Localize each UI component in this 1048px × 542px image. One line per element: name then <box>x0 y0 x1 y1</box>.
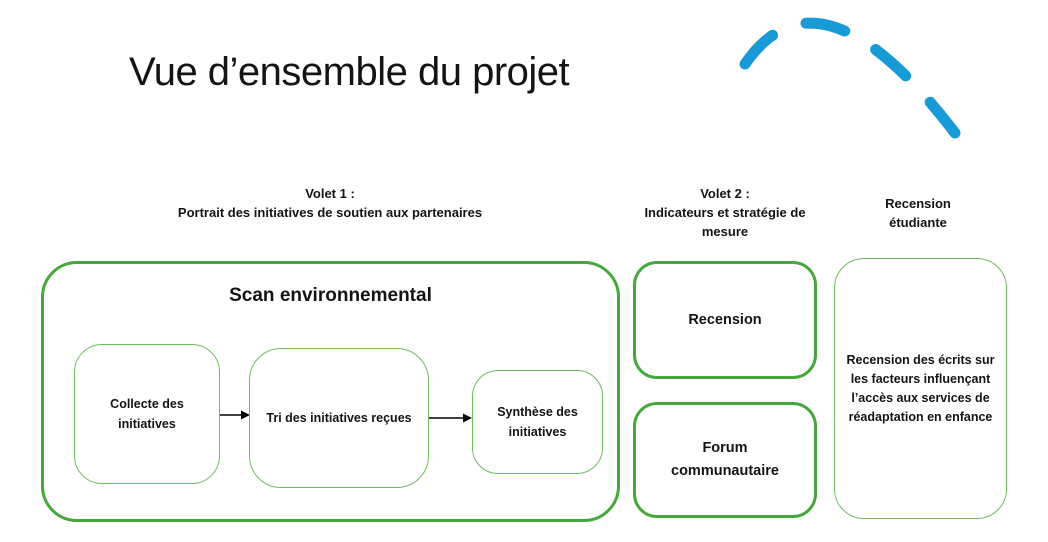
volet1-header-line1: Volet 1 : <box>305 186 355 201</box>
recension-etudiante-text: Recension des écrits sur les facteurs in… <box>846 352 995 424</box>
step-box-collecte: Collecte des initiatives <box>74 344 220 484</box>
volet2-recension-label: Recension <box>688 311 762 328</box>
step-synthese-label: Synthèse des initiatives <box>497 405 578 439</box>
recension-header-line1: Recension <box>885 196 951 211</box>
volet2-box-recension: Recension <box>633 261 817 379</box>
column-header-volet1: Volet 1 : Portrait des initiatives de so… <box>110 184 550 222</box>
recension-header-line2: étudiante <box>889 215 947 230</box>
step-tri-label: Tri des initiatives reçues <box>266 411 412 425</box>
step-box-synthese: Synthèse des initiatives <box>472 370 603 474</box>
flow-arrow-icon <box>429 411 472 429</box>
volet2-box-forum: Forum communautaire <box>633 402 817 518</box>
column-header-volet2: Volet 2 : Indicateurs et stratégie de me… <box>628 184 822 241</box>
volet2-header-line2: Indicateurs et stratégie de mesure <box>644 205 806 239</box>
volet2-forum-label: Forum communautaire <box>671 440 779 479</box>
volet2-header-line1: Volet 2 : <box>700 186 750 201</box>
recension-etudiante-box: Recension des écrits sur les facteurs in… <box>834 258 1007 519</box>
step-collecte-label: Collecte des initiatives <box>110 397 184 431</box>
page-title: Vue d’ensemble du projet <box>129 50 570 94</box>
scan-environnemental-container: Scan environnemental Collecte des initia… <box>41 261 620 522</box>
column-header-recension-etudiante: Recension étudiante <box>858 194 978 232</box>
scan-environnemental-title: Scan environnemental <box>229 285 432 306</box>
flow-arrow-icon <box>220 408 250 426</box>
dashed-arc-icon <box>728 8 968 148</box>
step-box-tri: Tri des initiatives reçues <box>249 348 429 488</box>
volet1-header-line2: Portrait des initiatives de soutien aux … <box>177 205 483 220</box>
